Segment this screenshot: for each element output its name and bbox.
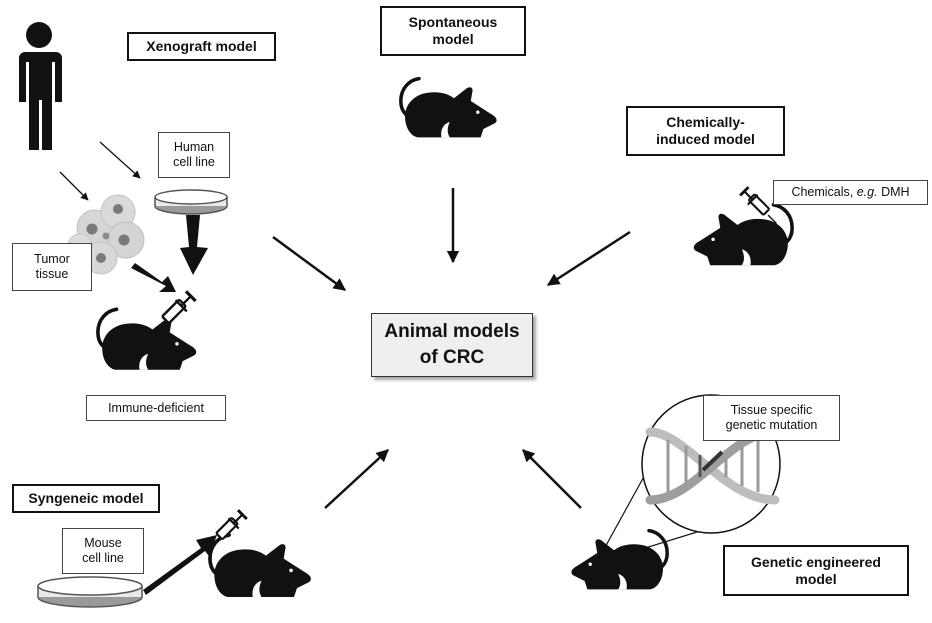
arrow-cell-line-to-mouse (180, 215, 208, 275)
immune-deficient-label: Immune-deficient (108, 400, 204, 415)
syngeneic-syringe-icon (207, 508, 249, 550)
spontaneous-mouse-icon (401, 79, 497, 138)
mouse-cell-dish-icon (37, 576, 143, 608)
tumor-tissue-box: Tumor tissue (12, 243, 92, 291)
chemicals-label-eg: e.g. (856, 185, 878, 199)
chemicals-label-prefix: Chemicals, (791, 185, 857, 199)
chemicals-label-box: Chemicals, e.g. DMH (773, 180, 928, 205)
tumor-tissue-icon (67, 194, 145, 275)
spontaneous-title-box: Spontaneous model (380, 6, 526, 56)
genetic-mouse-icon (569, 528, 670, 592)
mouse-cell-line-line2: cell line (82, 551, 124, 565)
tumor-tissue-line1: Tumor (34, 252, 70, 266)
chemical-syringe-icon (738, 185, 778, 225)
arrow-human-to-cell-line (99, 141, 141, 179)
arrows (59, 141, 631, 595)
chemical-mouse-icon (694, 205, 792, 265)
center-title-line1: Animal models (384, 321, 520, 342)
human-figure-icon (19, 22, 62, 150)
arrow-mouse-cell-line-to-mouse (143, 535, 217, 595)
genetic-title-line2: model (795, 570, 837, 587)
arrow-xenograft-to-center (272, 235, 347, 292)
chemicals-label-suffix: DMH (877, 185, 910, 199)
syngeneic-mouse-icon (210, 535, 311, 597)
mouse-cell-line-box: Mouse cell line (62, 528, 144, 574)
center-title-box: Animal models of CRC (371, 313, 533, 377)
genetic-mutation-line1: Tissue specific (730, 403, 813, 417)
arrow-genetic-to-center (522, 449, 582, 509)
human-cell-dish-icon (154, 189, 228, 215)
immune-deficient-box: Immune-deficient (86, 395, 226, 421)
arrow-chemical-to-center (546, 230, 631, 287)
arrow-human-to-tissue (59, 171, 89, 201)
chemical-title-box: Chemically- induced model (626, 106, 785, 156)
immune-deficient-mouse-icon (98, 309, 196, 369)
chemical-title-line1: Chemically- (666, 114, 745, 130)
tumor-tissue-line2: tissue (35, 267, 69, 281)
mouse-cell-line-line1: Mouse (84, 536, 122, 550)
arrow-syngeneic-to-center (324, 449, 389, 509)
syngeneic-title-box: Syngeneic model (12, 484, 160, 513)
chemical-title-line2: induced model (656, 131, 755, 147)
syngeneic-title: Syngeneic model (28, 490, 144, 506)
spontaneous-title-line1: Spontaneous (408, 14, 498, 30)
center-title-line2: of CRC (419, 347, 485, 368)
genetic-title-line1: Genetic engineered (751, 553, 881, 570)
spontaneous-title-line2: model (432, 31, 474, 47)
xenograft-title-box: Xenograft model (127, 32, 276, 61)
xenograft-syringe-icon (152, 289, 198, 335)
human-cell-line-line2: cell line (173, 155, 215, 169)
xenograft-title: Xenograft model (146, 38, 257, 54)
human-cell-line-box: Human cell line (158, 132, 230, 178)
genetic-mutation-line2: genetic mutation (725, 418, 818, 432)
genetic-title-box: Genetic engineered model (723, 545, 909, 596)
arrow-tissue-to-mouse (131, 263, 176, 292)
genetic-mutation-box: Tissue specific genetic mutation (703, 395, 840, 441)
human-cell-line-line1: Human (173, 140, 215, 154)
